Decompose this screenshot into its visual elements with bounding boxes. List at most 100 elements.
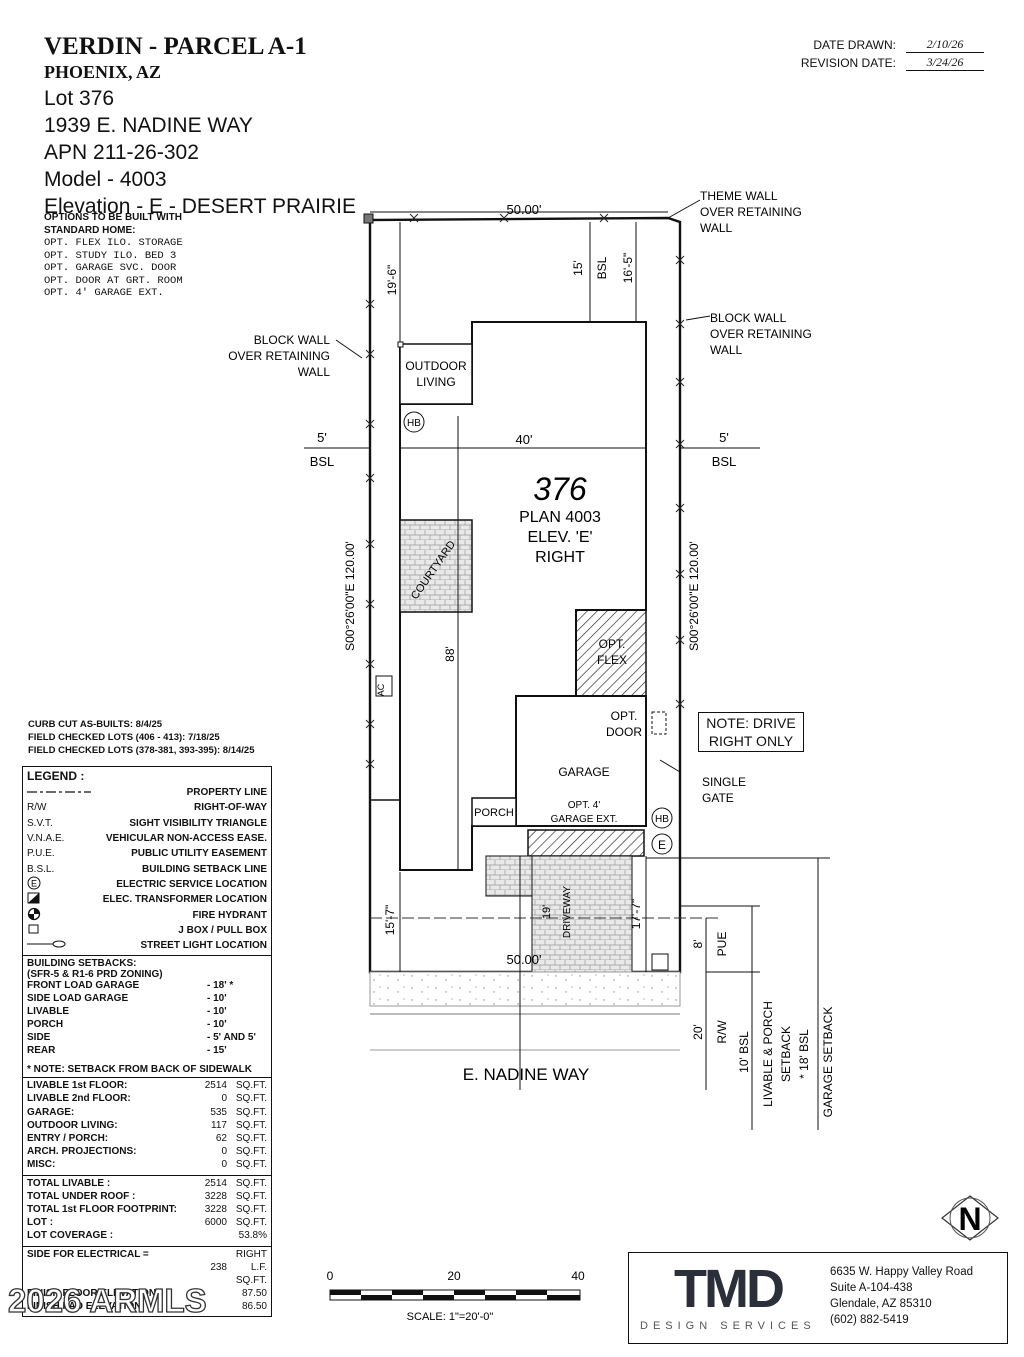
lot-number: Lot 376: [44, 87, 115, 110]
date-drawn-label: DATE DRAWN:: [813, 38, 896, 52]
j-box-icon: [27, 923, 95, 938]
legend-desc: SIGHT VISIBILITY TRIANGLE: [129, 817, 267, 829]
transformer-icon: [27, 892, 95, 907]
address: 1939 E. NADINE WAY: [44, 114, 253, 137]
option-item: OPT. FLEX ILO. STORAGE: [44, 237, 183, 249]
house-width: 40': [516, 432, 533, 447]
project-name: VERDIN - PARCEL A-1: [44, 33, 307, 60]
flex-label-1: OPT.: [599, 637, 626, 651]
door-label-1: OPT.: [611, 709, 638, 723]
block-wall-left-2: OVER RETAINING: [228, 349, 330, 363]
area-value: 0: [221, 1093, 227, 1105]
rear-setback-dim: 19'-6": [385, 265, 399, 296]
plan-hand: RIGHT: [535, 549, 585, 566]
note-drive-line: RIGHT ONLY: [708, 733, 794, 749]
address-line: Suite A-104-438: [830, 1282, 913, 1294]
company-address: 6635 W. Happy Valley Road Suite A-104-43…: [830, 1264, 973, 1328]
outdoor-living-label-1: OUTDOOR: [405, 359, 467, 373]
outdoor-living-label-2: LIVING: [416, 375, 455, 389]
setback-label: PORCH: [27, 1019, 64, 1031]
setbacks-table: BUILDING SETBACKS: (SFR-5 & R1-6 PRD ZON…: [23, 956, 271, 1079]
setback-label: REAR: [27, 1045, 56, 1057]
block-wall-right-3: WALL: [710, 343, 743, 357]
legend-title: LEGEND :: [27, 769, 85, 783]
porch-label: PORCH: [474, 807, 514, 819]
porch-area: [471, 797, 517, 827]
theme-wall-label-1: THEME WALL: [700, 189, 778, 203]
garage-label: GARAGE: [558, 765, 609, 779]
block-wall-right-1: BLOCK WALL: [710, 311, 787, 325]
legend-desc: VEHICULAR NON-ACCESS EASE.: [105, 833, 267, 845]
address-line: 6635 W. Happy Valley Road: [830, 1266, 973, 1278]
legend-desc: RIGHT-OF-WAY: [194, 802, 267, 814]
garage-setback: GARAGE SETBACK: [821, 1007, 835, 1118]
date-block: DATE DRAWN:2/10/26 REVISION DATE:3/24/26: [796, 36, 984, 72]
lot-width-top: 50.00': [506, 202, 541, 217]
hose-bib-label: HB: [407, 418, 421, 429]
area-label: LIVABLE 1st FLOOR:: [27, 1080, 128, 1092]
total-label: TOTAL 1st FLOOR FOOTPRINT:: [27, 1203, 177, 1215]
garage-ext-area: [527, 829, 645, 857]
elevation: Elevation - E - DESERT PRAIRIE: [44, 195, 356, 218]
transformer-box: [651, 953, 669, 971]
date-drawn-value: 2/10/26: [906, 37, 984, 53]
livable-setback-2: SETBACK: [779, 1026, 793, 1082]
street-light-icon: [27, 939, 95, 952]
electrical-value: 86.50: [241, 1301, 267, 1313]
hose-bib-icon: HB: [651, 807, 673, 829]
legend-desc: PROPERTY LINE: [186, 787, 267, 799]
legend-desc: ELECTRIC SERVICE LOCATION: [116, 878, 267, 890]
area-label: OUTDOOR LIVING:: [27, 1119, 118, 1131]
option-item: OPT. STUDY ILO. BED 3: [44, 249, 177, 262]
scale-tick-20: 20: [447, 1269, 461, 1283]
area-label: GARAGE:: [27, 1106, 75, 1118]
rear-bsl-dim: 15': [571, 260, 585, 276]
area-value: 0: [221, 1159, 227, 1171]
lot-corner-marker: [363, 213, 374, 224]
area-label: LIVABLE 2nd FLOOR:: [27, 1093, 131, 1105]
scale-bar: [329, 1289, 581, 1301]
area-unit: SQ.FT.: [235, 1159, 267, 1171]
svg-text:E: E: [31, 878, 37, 888]
legend-abbr: S.V.T.: [27, 817, 53, 829]
total-unit: SQ.FT.: [235, 1203, 267, 1215]
as-built-line: FIELD CHECKED LOTS (378-381, 393-395): 8…: [28, 745, 255, 756]
legend: LEGEND : PROPERTY LINE R/W RIGHT-OF-WAY S…: [23, 767, 271, 957]
legend-abbr: B.S.L.: [27, 863, 55, 875]
area-label: ENTRY / PORCH:: [27, 1133, 109, 1145]
livable-setback-3: * 18' BSL: [797, 1029, 811, 1079]
legend-desc: J BOX / PULL BOX: [178, 924, 267, 936]
side-left-bsl: BSL: [310, 454, 335, 469]
total-value: 53.8%: [238, 1230, 267, 1242]
options-heading-2: STANDARD HOME:: [44, 224, 136, 236]
as-built-line: FIELD CHECKED LOTS (406 - 413): 7/18/25: [28, 732, 220, 743]
setback-value: - 15': [207, 1045, 227, 1057]
electrical-value: RIGHT: [235, 1248, 267, 1260]
company-logo: TMD: [674, 1259, 785, 1319]
courtyard-area: [399, 519, 473, 613]
legend-desc: ELEC. TRANSFORMER LOCATION: [102, 894, 267, 906]
block-wall-left-3: WALL: [298, 365, 331, 379]
area-value: 62: [215, 1133, 227, 1145]
area-value: 117: [211, 1119, 227, 1131]
ac-unit: [375, 675, 393, 697]
total-value: 3228: [204, 1203, 227, 1215]
bearing-left: S00°26'00"E 120.00': [343, 541, 357, 651]
theme-wall-label-2: OVER RETAINING: [700, 205, 802, 219]
driveway-area: [531, 855, 633, 973]
total-value: 2514: [204, 1177, 227, 1189]
area-value: 2514: [204, 1080, 227, 1092]
area-unit: SQ.FT.: [235, 1133, 267, 1145]
setback-value: - 10': [207, 1006, 227, 1018]
door-label-2: DOOR: [606, 725, 642, 739]
wall-markers: [365, 213, 685, 769]
total-label: LOT :: [27, 1217, 54, 1229]
setback-label: LIVABLE: [27, 1006, 70, 1018]
electrical-label: FINISH FLOOR ELEVATION:: [27, 1288, 160, 1300]
scale-tick-0: 0: [327, 1269, 334, 1283]
area-value: 535: [210, 1106, 227, 1118]
legend-abbr: R/W: [27, 802, 47, 814]
opt-flex-area: [575, 609, 647, 697]
